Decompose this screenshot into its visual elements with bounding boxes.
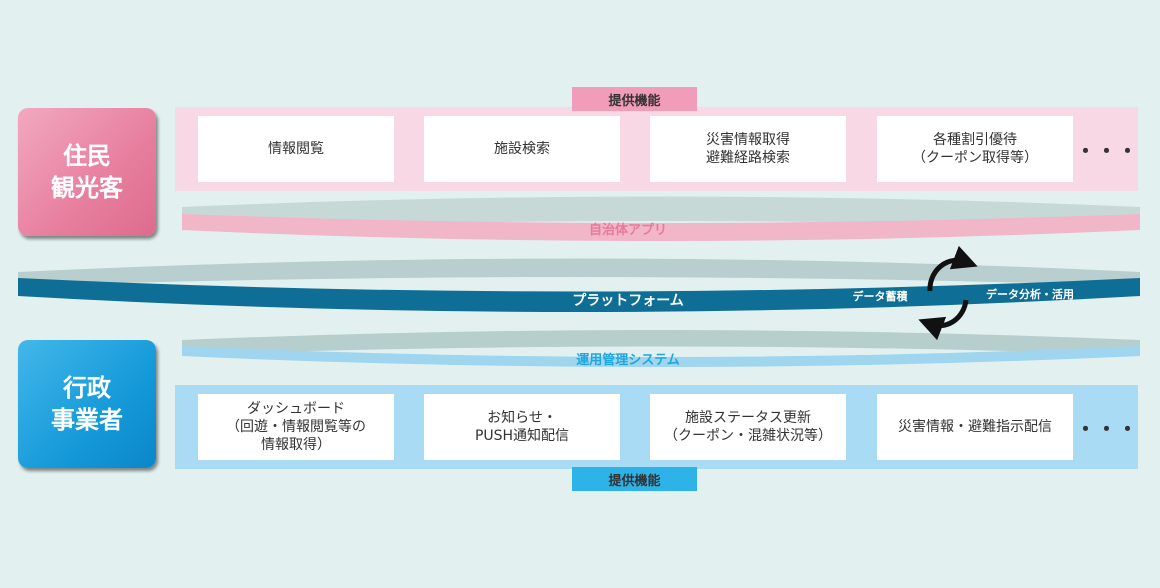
actor-residents-tourists: 住民 観光客	[18, 108, 156, 236]
function-disaster-delivery: 災害情報・避難指示配信	[877, 394, 1073, 460]
system-layer-ribbon: 運用管理システム	[182, 330, 1140, 368]
resident-functions-band: 情報閲覧 施設検索 災害情報取得 避難経路検索 各種割引優待 （クーポン取得等）…	[175, 107, 1138, 191]
cycle-arrow-down-icon	[918, 299, 969, 341]
admin-functions-band: ダッシュボード （回遊・情報閲覧等の 情報取得） お知らせ・ PUSH通知配信 …	[175, 385, 1138, 469]
data-analyze-label: データ分析・活用	[986, 287, 1074, 301]
provided-functions-tag-top: 提供機能	[572, 87, 697, 111]
actor-admin-label: 行政 事業者	[51, 373, 123, 434]
platform-layer-label: プラットフォーム	[572, 293, 684, 309]
function-dashboard: ダッシュボード （回遊・情報閲覧等の 情報取得）	[198, 394, 394, 460]
app-layer-ribbon: 自治体アプリ	[182, 196, 1140, 241]
platform-layer-ribbon: プラットフォーム	[18, 258, 1140, 312]
function-info-browse: 情報閲覧	[198, 116, 394, 182]
function-facility-status: 施設ステータス更新 （クーポン・混雑状況等）	[650, 394, 846, 460]
function-discounts: 各種割引優待 （クーポン取得等）	[877, 116, 1073, 182]
function-disaster-info: 災害情報取得 避難経路検索	[650, 116, 846, 182]
more-functions-bottom: ・・・	[1075, 416, 1139, 441]
app-layer-label: 自治体アプリ	[589, 222, 667, 238]
data-cycle: データ蓄積 データ分析・活用	[853, 245, 1074, 341]
system-layer-label: 運用管理システム	[576, 352, 680, 368]
data-accumulate-label: データ蓄積	[853, 289, 909, 303]
provided-functions-tag-bottom: 提供機能	[572, 467, 697, 491]
more-functions-top: ・・・	[1075, 138, 1139, 163]
function-facility-search: 施設検索	[424, 116, 620, 182]
function-push-notice: お知らせ・ PUSH通知配信	[424, 394, 620, 460]
actor-government-business: 行政 事業者	[18, 340, 156, 468]
cycle-arrow-up-icon	[927, 245, 978, 292]
actor-residents-label: 住民 観光客	[51, 141, 123, 202]
